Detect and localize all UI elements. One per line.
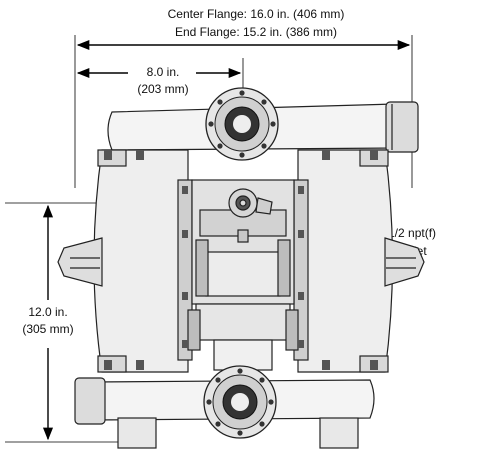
air-inlet-label-line1: 1/2 npt(f) [388,226,436,240]
bottom-right-foot [319,417,359,449]
top-center-flange [205,87,279,161]
height-in-label: 12.0 in. [28,305,67,319]
center-flange-label: Center Flange: 16.0 in. (406 mm) [168,7,345,21]
bottom-center-flange [203,365,277,439]
left-fluid-cover [93,149,189,373]
bottom-end-flange [74,377,106,425]
height-mm-label: (305 mm) [22,322,73,336]
cover-bolts [104,150,378,370]
top-end-flange [385,101,419,153]
end-flange-label: End Flange: 15.2 in. (386 mm) [175,25,337,39]
right-fluid-cover [297,149,394,373]
half-width-in-label: 8.0 in. [147,65,180,79]
bottom-left-foot [117,417,157,449]
half-width-mm-label: (203 mm) [137,82,188,96]
